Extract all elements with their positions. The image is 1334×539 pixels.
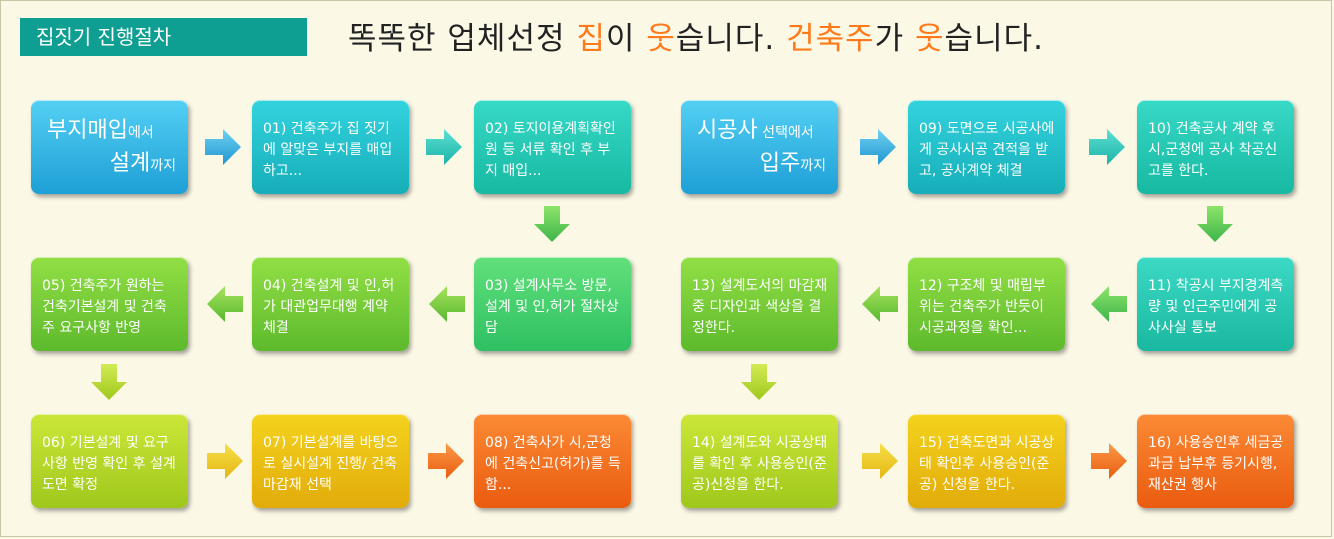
group-title: 시공사 [697, 118, 758, 143]
step-08: 08) 건축사가 시,군청에 건축신고(허가)를 득함... [474, 414, 631, 508]
arrow-right-icon [205, 129, 241, 165]
headline-part: 가 [874, 21, 916, 57]
step-06: 06) 기본설계 및 요구사항 반영 확인 후 설계도면 확정 [31, 414, 188, 508]
headline-highlight: 건축주 [786, 21, 875, 57]
step-09: 09) 도면으로 시공사에게 공사시공 견적을 받고, 공사계약 체결 [908, 100, 1065, 194]
headline-highlight: 집 [576, 21, 606, 57]
step-04: 04) 건축설계 및 인,허가 대관업무대행 계약체결 [252, 257, 409, 351]
group-subtitle: 까지 [150, 158, 176, 174]
headline: 똑똑한 업체선정 집이 웃습니다. 건축주가 웃습니다. [348, 17, 1044, 61]
headline-highlight: 웃 [915, 21, 945, 57]
arrow-right-icon [207, 443, 243, 479]
group-header-site-to-design: 부지매입에서 설계까지 [31, 100, 188, 194]
arrow-down-icon [534, 206, 570, 242]
step-03: 03) 설계사무소 방문, 설계 및 인,허가 절차상담 [474, 257, 631, 351]
headline-part: 이 [605, 21, 647, 57]
arrow-right-icon [1091, 443, 1127, 479]
arrow-right-icon [862, 443, 898, 479]
group-subtitle: 까지 [800, 158, 826, 174]
step-15: 15) 건축도면과 시공상태 확인후 사용승인(준공) 신청을 한다. [908, 414, 1065, 508]
arrow-down-icon [741, 364, 777, 400]
arrow-left-icon [1091, 286, 1127, 322]
group-subtitle: 에서 [127, 125, 154, 141]
group-title: 설계 [109, 151, 151, 176]
step-11: 11) 착공시 부지경계측량 및 인근주민에게 공사사실 통보 [1137, 257, 1294, 351]
step-14: 14) 설계도와 시공상태를 확인 후 사용승인(준공)신청을 한다. [681, 414, 838, 508]
arrow-right-icon [426, 129, 462, 165]
arrow-left-icon [862, 286, 898, 322]
headline-part: 습니다. [675, 21, 787, 57]
group-header-contractor-to-move-in: 시공사 선택에서 입주까지 [681, 100, 838, 194]
step-07: 07) 기본설계를 바탕으로 실시설계 진행/ 건축마감재 선택 [252, 414, 409, 508]
arrow-right-icon [860, 129, 896, 165]
title-tag: 집짓기 진행절차 [20, 18, 307, 56]
step-02: 02) 토지이용계획확인원 등 서류 확인 후 부지 매입... [474, 100, 631, 194]
headline-part: 습니다. [944, 21, 1044, 57]
group-title: 부지매입 [47, 118, 128, 143]
arrow-left-icon [429, 286, 465, 322]
headline-highlight: 웃 [646, 21, 676, 57]
arrow-right-icon [428, 443, 464, 479]
step-13: 13) 설계도서의 마감재 중 디자인과 색상을 결정한다. [681, 257, 838, 351]
arrow-down-icon [91, 364, 127, 400]
arrow-left-icon [207, 286, 243, 322]
group-subtitle: 선택에서 [757, 125, 814, 141]
arrow-down-icon [1197, 206, 1233, 242]
step-12: 12) 구조체 및 매립부위는 건축주가 반듯이 시공과정을 확인... [908, 257, 1065, 351]
step-05: 05) 건축주가 원하는 건축기본설계 및 건축주 요구사항 반영 [31, 257, 188, 351]
step-10: 10) 건축공사 계약 후 시,군청에 공사 착공신고를 한다. [1137, 100, 1294, 194]
arrow-right-icon [1089, 129, 1125, 165]
group-title: 입주 [759, 151, 801, 176]
step-16: 16) 사용승인후 세금공과금 납부후 등기시행, 재산권 행사 [1137, 414, 1294, 508]
headline-part: 똑똑한 업체선정 [348, 21, 577, 57]
step-01: 01) 건축주가 집 짓기에 알맞은 부지를 매입하고... [252, 100, 409, 194]
